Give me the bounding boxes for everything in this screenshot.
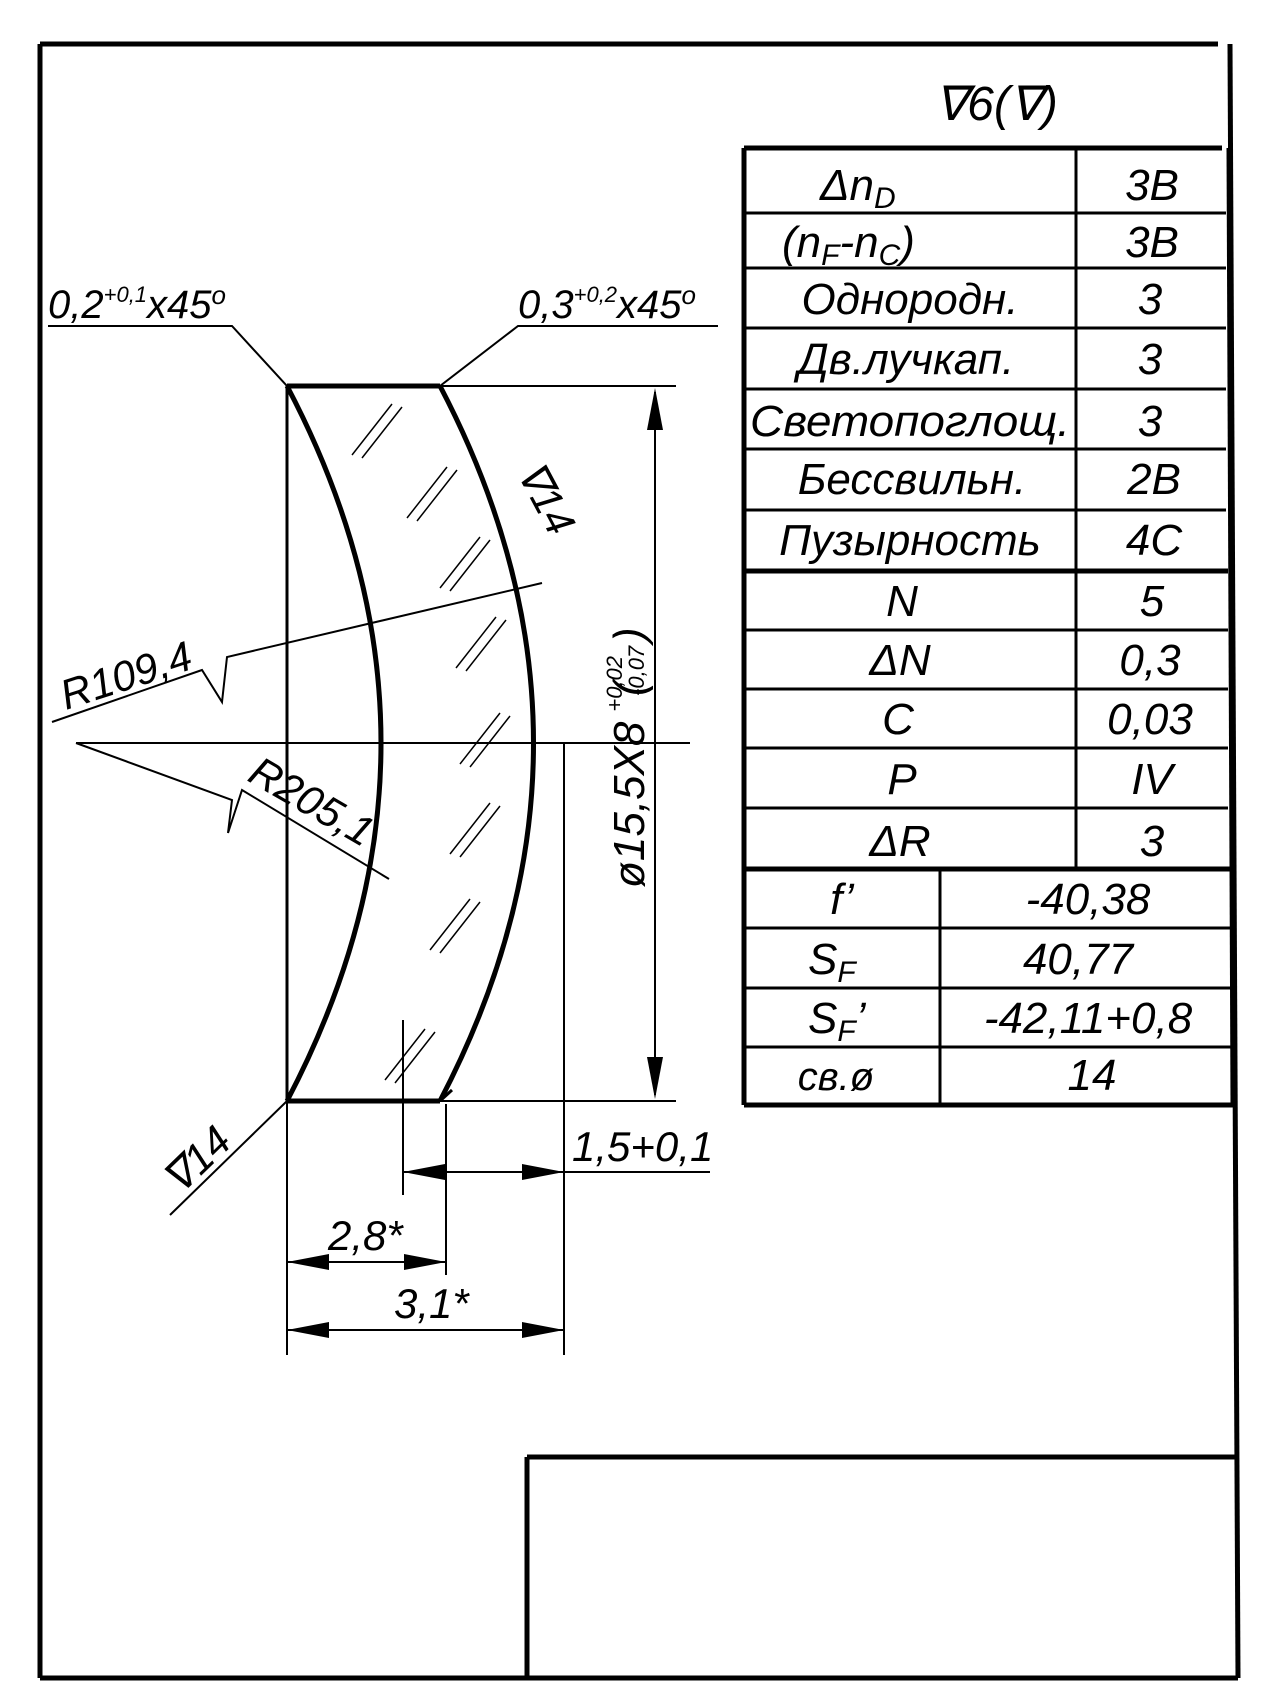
lens-body (284, 383, 536, 1104)
param-delta-nd: ΔnD (819, 161, 896, 215)
lens-convex-surface (437, 384, 536, 1103)
radius-1-leader (51, 582, 543, 723)
chamfer-leaders (48, 325, 718, 387)
glass-hatching (351, 403, 511, 1084)
diameter-paren-close: ) (605, 627, 654, 647)
radius-2-leader (75, 742, 390, 880)
value-delta-r: 3 (1140, 817, 1165, 866)
tolerance-table-text: N 5 ΔN 0,3 C 0,03 P IV ΔR 3 (868, 577, 1193, 866)
value-striae: 2В (1126, 455, 1181, 504)
roughness-right-label: ∇14 (508, 454, 585, 542)
roughness-left-label: ∇14 (154, 1117, 240, 1203)
diameter-paren-open: ( (605, 677, 654, 696)
title-block (524, 1454, 1238, 1678)
value-light-absorption: 3 (1138, 397, 1163, 446)
param-clear-aperture: св.ø (798, 1055, 874, 1099)
value-birefringence: 3 (1138, 335, 1163, 384)
parameters-table (741, 145, 1234, 1108)
value-homogeneity: 3 (1138, 275, 1163, 324)
value-sf: 40,77 (1023, 935, 1135, 984)
value-focal: -40,38 (1026, 875, 1151, 924)
param-light-absorption: Светопоглощ. (750, 397, 1070, 446)
roughness-left-leader (169, 1100, 288, 1216)
chamfer-right-label: 0,3+0,2x45o (518, 280, 696, 327)
param-c: C (882, 695, 915, 744)
param-n: N (886, 577, 918, 626)
diameter-label: ø15,5X8+0,02-0,07 (602, 645, 654, 888)
value-clear-aperture: 14 (1068, 1051, 1117, 1100)
value-c: 0,03 (1107, 695, 1193, 744)
param-focal: f’ (830, 875, 855, 924)
value-delta-nd: 3В (1125, 161, 1179, 210)
surface-finish-label: ∇6(∇) (935, 78, 1058, 131)
param-delta-n: ΔN (868, 636, 931, 685)
param-homogeneity: Однородн. (802, 275, 1019, 324)
param-p: P (887, 755, 917, 804)
sheet-frame (37, 41, 1241, 1681)
param-nf-nc: (nF-nC) (782, 218, 915, 272)
param-sf-prime: SF’ (808, 994, 867, 1048)
diameter-dimension (440, 385, 676, 1102)
lens-concave-surface (284, 384, 384, 1103)
value-sf-prime: -42,11+0,8 (984, 994, 1193, 1043)
radius-2-label: R205,1 (242, 747, 383, 855)
value-bubbles: 4С (1126, 516, 1183, 565)
optics-table-text: f’ -40,38 SF 40,77 SF’ -42,11+0,8 св.ø 1… (798, 875, 1193, 1100)
param-delta-r: ΔR (868, 817, 930, 866)
dim-edge-thickness: 1,5+0,1 (572, 1123, 713, 1170)
glass-table-text: ΔnD 3В (nF-nC) 3В Однородн. 3 Дв.лучкап.… (750, 161, 1183, 565)
value-p: IV (1131, 755, 1176, 804)
value-nf-nc: 3В (1125, 218, 1179, 267)
value-delta-n: 0,3 (1119, 636, 1181, 685)
radius-1-label: R109,4 (54, 632, 197, 719)
dim-3-1: 3,1* (394, 1280, 470, 1327)
bottom-dimensions (286, 743, 710, 1355)
param-bubbles: Пузырность (779, 516, 1041, 565)
param-striae: Бессвильн. (798, 455, 1026, 504)
param-birefringence: Дв.лучкап. (793, 335, 1014, 384)
value-n: 5 (1140, 577, 1165, 626)
dim-2-8: 2,8* (327, 1212, 404, 1259)
param-sf: SF (808, 935, 857, 989)
chamfer-left-label: 0,2+0,1x45o (48, 280, 226, 327)
